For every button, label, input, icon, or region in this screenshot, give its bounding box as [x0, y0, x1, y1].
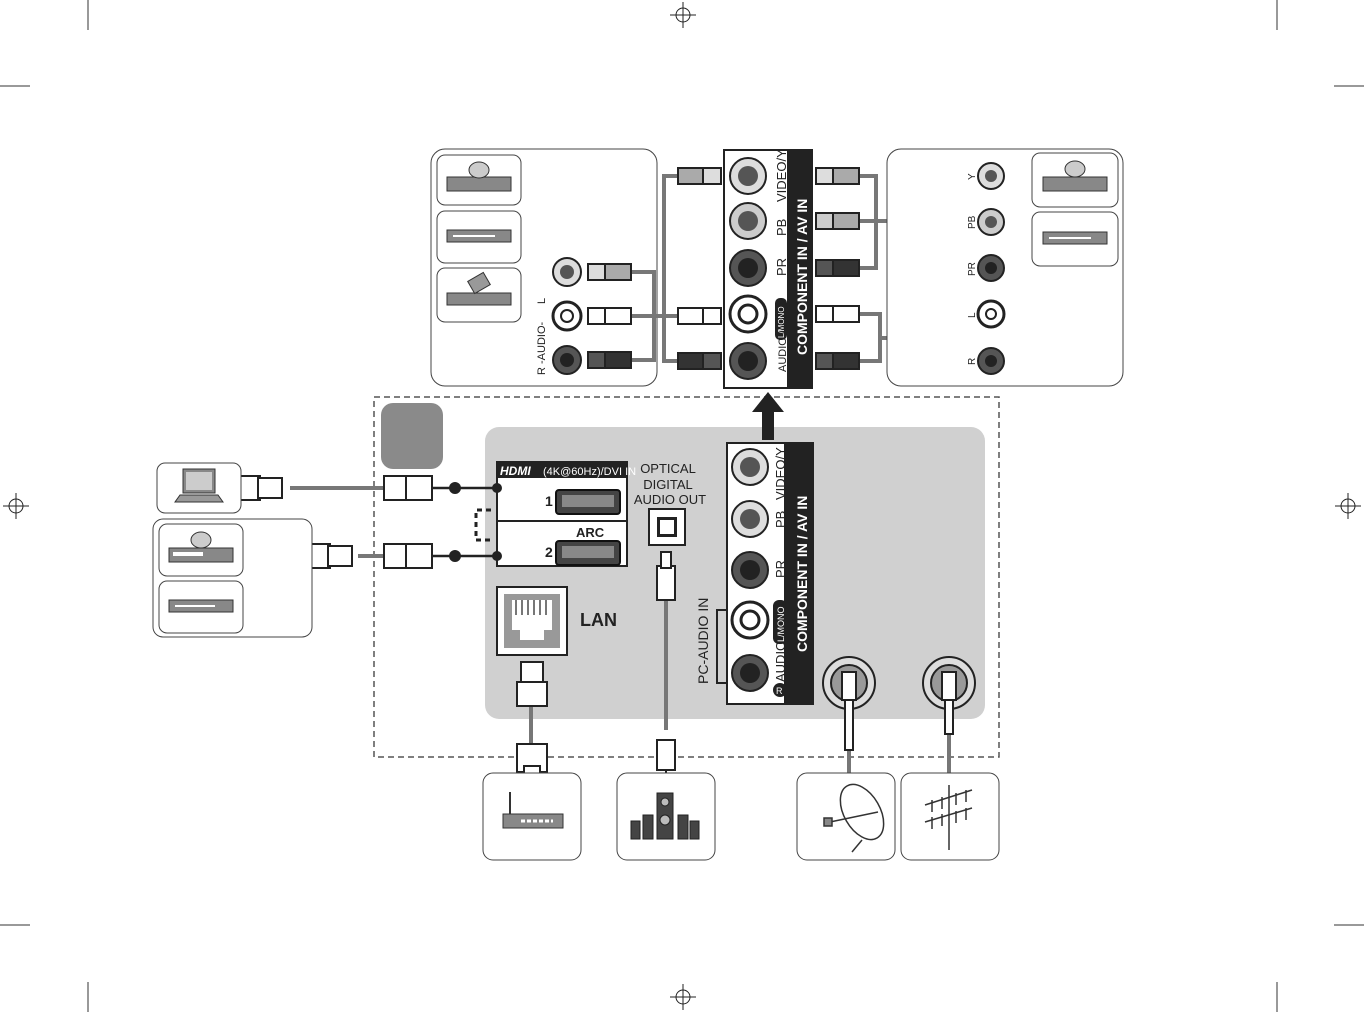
router-icon [502, 792, 564, 829]
camcorder-icon [446, 271, 512, 306]
component-device-group: Y PB PR L R [886, 148, 1124, 387]
laptop-icon [174, 468, 224, 503]
comp-pr-label: PR [967, 262, 978, 276]
optical-label-line1: OPTICAL [640, 461, 696, 476]
hdmi-port-1-label: 1 [545, 493, 553, 509]
arrow-up-icon [752, 392, 784, 440]
antenna-icon [924, 785, 973, 850]
antenna-jacks [822, 656, 976, 775]
tv-component-panel: COMPONENT IN / AV IN VIDEO/Y PB PR L/MON… [695, 442, 814, 705]
lan-port-group: LAN [496, 586, 617, 780]
hdmi-source-devices [152, 518, 313, 638]
av-audio-label: -AUDIO- [536, 322, 548, 365]
optical-audio-out: OPTICAL DIGITAL AUDIO OUT [634, 461, 706, 778]
speaker-system-icon [630, 792, 700, 840]
upper-l-mono-label: L/MONO [777, 306, 786, 338]
tv-pb-label: PB [773, 511, 788, 528]
antenna-device [900, 772, 1000, 861]
hdmi-port-2-label: 2 [545, 544, 553, 560]
tv-indicator-block [381, 403, 443, 469]
hdmi-cables [233, 475, 502, 569]
router-device [482, 772, 582, 861]
tv-component-title: COMPONENT IN / AV IN [794, 496, 810, 652]
lan-label: LAN [580, 610, 617, 630]
hdmi-spec-label: (4K@60Hz)/DVI IN [543, 466, 636, 478]
dvd-player-icon [168, 531, 234, 563]
comp-pb-label: PB [967, 215, 978, 229]
tv-back-outline [373, 396, 1000, 758]
av-l-label: L [536, 298, 548, 304]
hdmi-arc-label: ARC [576, 525, 605, 540]
dvd-player-icon [1042, 160, 1108, 192]
av-r-label: R [536, 367, 548, 375]
upper-component-title: COMPONENT IN / AV IN [794, 199, 810, 355]
comp-l-label: L [967, 312, 978, 318]
satellite-dish-icon [823, 783, 885, 853]
speaker-device [616, 772, 716, 861]
set-top-box-icon [446, 229, 512, 243]
pc-audio-label: PC-AUDIO IN [695, 598, 711, 684]
component-panel-detail: COMPONENT IN / AV IN VIDEO/Y PB PR L/MON… [723, 149, 813, 389]
optical-label-line2: DIGITAL [643, 477, 693, 492]
comp-r-label: R [967, 358, 978, 365]
hdmi-logo: HDMI [500, 464, 531, 478]
upper-audio-label: AUDIO [777, 337, 789, 372]
upper-pr-label: PR [774, 258, 789, 276]
registration-mark-icon [3, 2, 1361, 1010]
av-device-group: R -AUDIO- L [430, 148, 658, 387]
tv-pr-label: PR [773, 560, 788, 578]
upper-video-y-label: VIDEO/Y [774, 149, 789, 202]
laptop-device [156, 462, 242, 514]
av-cables [587, 167, 722, 370]
tv-l-mono-label: L/MONO [776, 606, 786, 642]
dvd-player-icon [446, 161, 512, 192]
optical-label-line3: AUDIO OUT [634, 492, 706, 507]
upper-pb-label: PB [774, 219, 789, 236]
comp-y-label: Y [967, 173, 978, 180]
tv-r-label: R [776, 686, 783, 696]
set-top-box-icon [168, 599, 234, 613]
hdmi-ports: HDMI (4K@60Hz)/DVI IN 1 ARC 2 [496, 461, 636, 567]
set-top-box-icon [1042, 231, 1108, 245]
satellite-device [796, 772, 896, 861]
tv-audio-label: AUDIO [773, 641, 788, 682]
tv-video-y-label: VIDEO/Y [773, 447, 788, 500]
